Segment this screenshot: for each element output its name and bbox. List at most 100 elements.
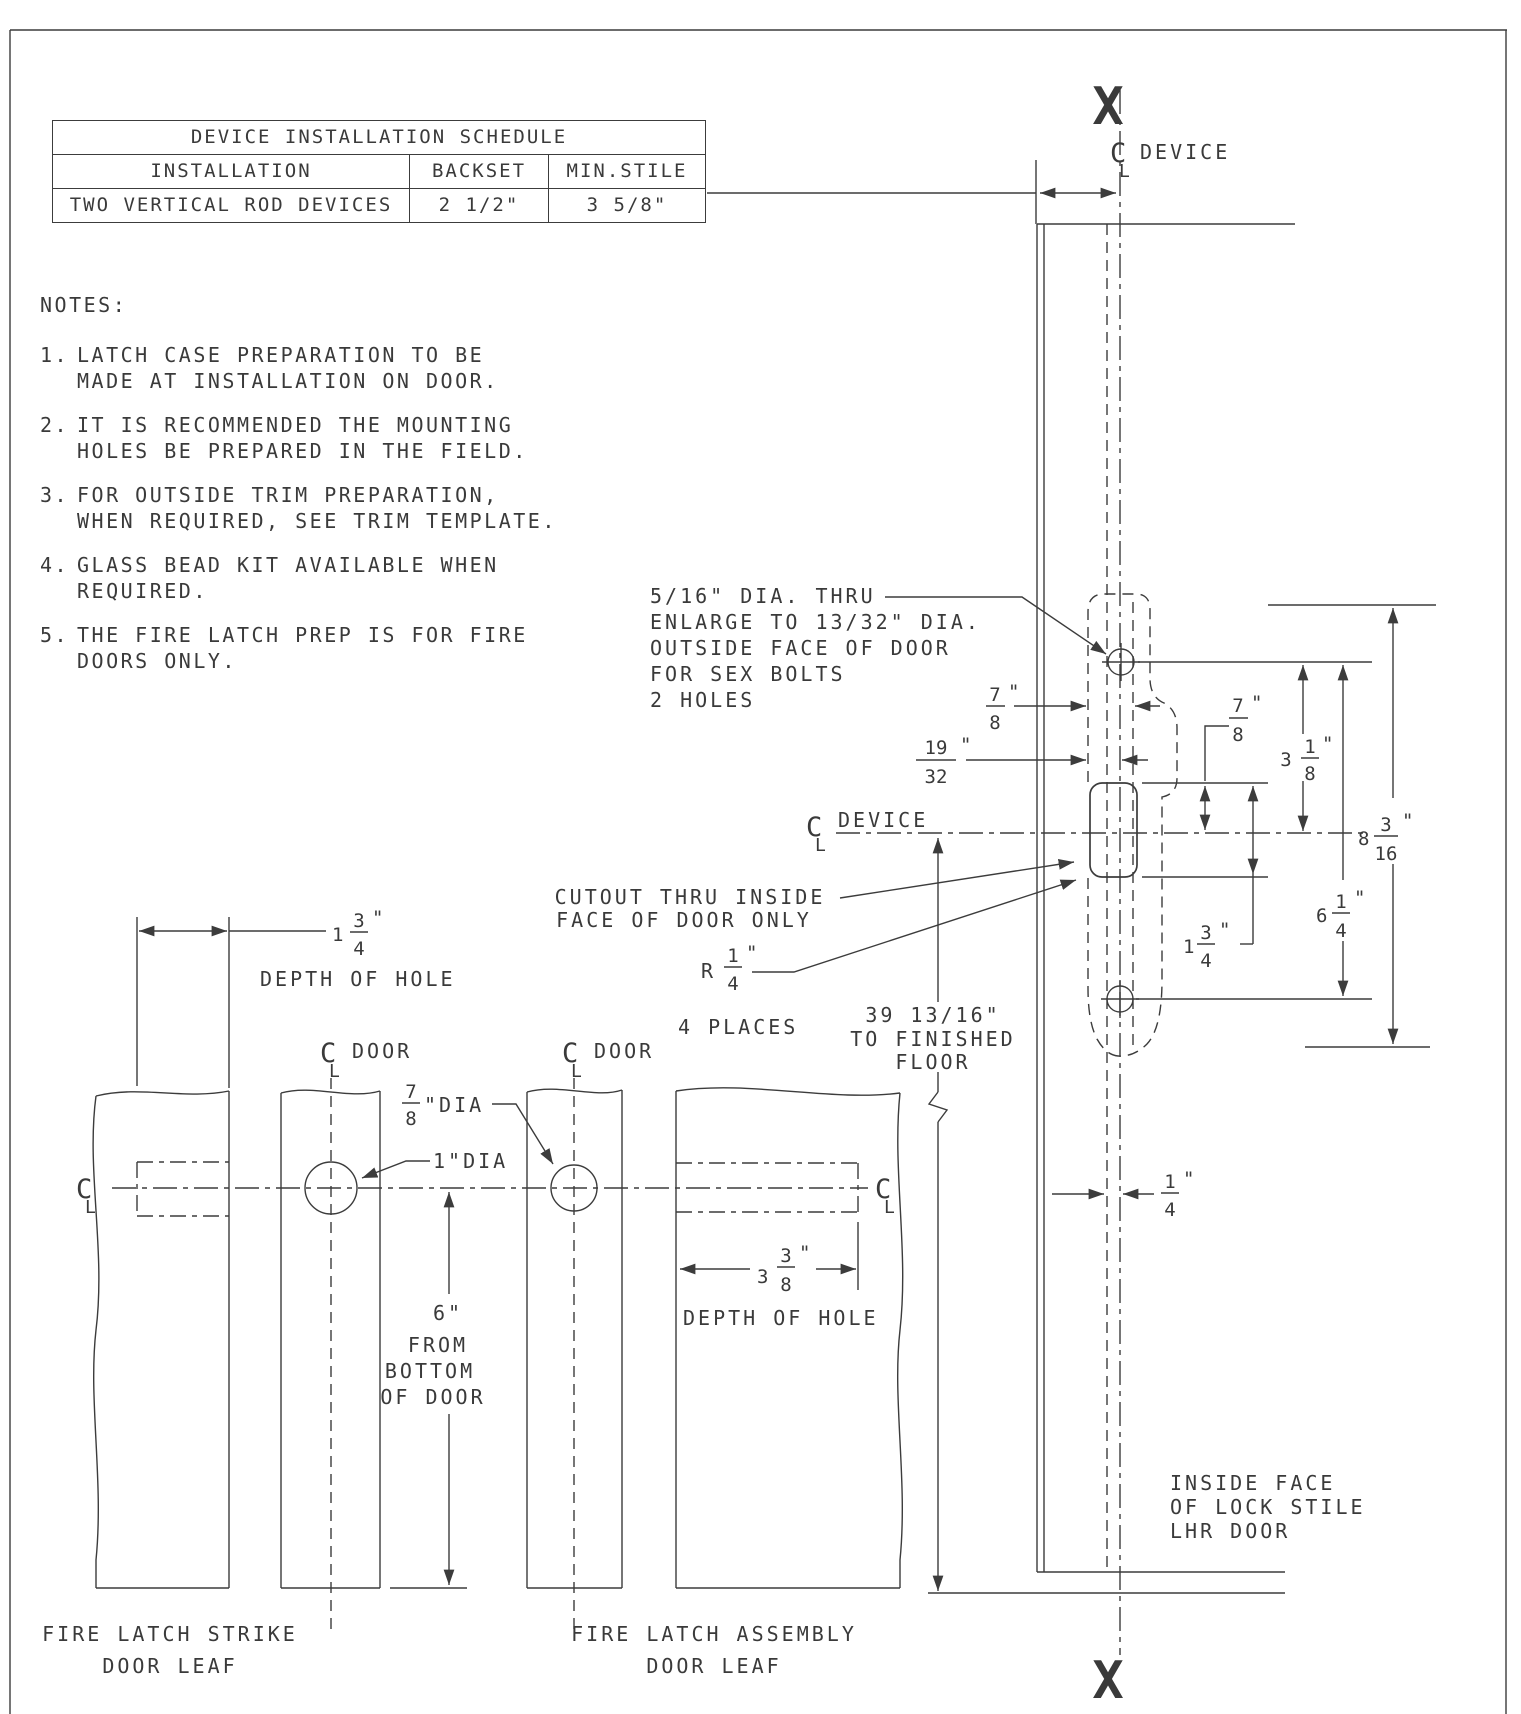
svg-text:7: 7 (1232, 695, 1243, 717)
svg-text:C: C (1110, 138, 1126, 169)
svg-text:8: 8 (989, 712, 1000, 734)
svg-text:OF LOCK STILE: OF LOCK STILE (1170, 1495, 1366, 1519)
sex-bolt-callout: 5/16" DIA. THRU ENLARGE TO 13/32" DIA. O… (650, 584, 1107, 712)
svg-text:32: 32 (925, 766, 948, 788)
dia-7-8-callout: 7 8 "DIA (402, 1081, 554, 1165)
svg-text:1: 1 (1164, 1171, 1175, 1193)
svg-text:": " (1354, 887, 1365, 909)
svg-text:8: 8 (1232, 724, 1243, 746)
svg-text:3: 3 (353, 910, 364, 932)
svg-text:4 PLACES: 4 PLACES (678, 1015, 798, 1039)
svg-text:": " (1402, 810, 1413, 832)
latch-case-hidden-outline (1087, 593, 1178, 1057)
svg-text:1"DIA: 1"DIA (433, 1149, 508, 1173)
cutout-callout: CUTOUT THRU INSIDE FACE OF DOOR ONLY (555, 859, 1075, 932)
svg-text:DEVICE: DEVICE (1140, 140, 1230, 164)
dia-1-callout: 1"DIA (361, 1149, 508, 1179)
rod-leaf-78-hole: C L DOOR (526, 1038, 651, 1636)
svg-text:R: R (701, 959, 716, 983)
svg-text:C: C (320, 1038, 336, 1069)
sheet-border (9, 29, 1507, 1714)
svg-text:DOOR LEAF: DOOR LEAF (646, 1654, 781, 1678)
svg-text:2 HOLES: 2 HOLES (650, 688, 755, 712)
svg-text:C: C (562, 1038, 578, 1069)
cell-backset: 2 1/2" (409, 189, 548, 222)
cl-symbol-right: C L (875, 1174, 895, 1218)
table-title: DEVICE INSTALLATION SCHEDULE (53, 121, 705, 155)
svg-text:16: 16 (1375, 843, 1398, 865)
cl-device-label-top: C L DEVICE (1110, 138, 1230, 182)
svg-text:5/16" DIA. THRU: 5/16" DIA. THRU (650, 584, 876, 608)
dim-7-8-right: 7 8 " (1199, 692, 1262, 830)
svg-text:1: 1 (1304, 736, 1315, 758)
svg-text:L: L (884, 1197, 895, 1218)
dim-19-32: 19 32 " (916, 734, 1148, 788)
svg-text:FACE OF DOOR ONLY: FACE OF DOOR ONLY (556, 908, 812, 932)
note-item-2: 2. IT IS RECOMMENDED THE MOUNTING HOLES … (40, 413, 528, 463)
svg-text:8: 8 (1358, 828, 1369, 850)
leaf-labels: FIRE LATCH STRIKE DOOR LEAF FIRE LATCH A… (42, 1622, 854, 1678)
notes-heading: NOTES: (40, 293, 128, 317)
svg-text:1: 1 (1335, 891, 1346, 913)
door-leaf-details: C L C L 1 3 4 " DEPTH (42, 907, 904, 1678)
svg-text:CUTOUT THRU INSIDE: CUTOUT THRU INSIDE (555, 885, 826, 909)
svg-text:3: 3 (1380, 814, 1391, 836)
svg-text:C: C (76, 1174, 92, 1205)
strike-door-leaf (92, 1090, 230, 1589)
svg-text:4: 4 (1164, 1199, 1175, 1221)
svg-text:3: 3 (757, 1266, 768, 1288)
svg-text:4: 4 (1200, 950, 1211, 972)
svg-text:8: 8 (780, 1274, 791, 1296)
svg-text:": " (960, 734, 971, 756)
svg-text:L: L (85, 1197, 96, 1218)
svg-text:TO FINISHED: TO FINISHED (850, 1027, 1015, 1051)
svg-text:"DIA: "DIA (424, 1093, 484, 1117)
radius-callout: R 1 4 " 4 PLACES (678, 879, 1077, 1039)
svg-text:C: C (875, 1174, 891, 1205)
dim-6-1-4: 6 1 4 " (1316, 665, 1365, 996)
dim-39-13-16-floor: 39 13/16" TO FINISHED FLOOR (850, 838, 1015, 1591)
svg-text:L: L (571, 1061, 582, 1082)
dim-3-1-8: 3 1 8 " (1280, 665, 1333, 831)
extension-lines (1136, 604, 1436, 1048)
svg-text:C: C (806, 812, 822, 843)
svg-text:L: L (329, 1061, 340, 1082)
depth-of-hole-label-2: DEPTH OF HOLE (683, 1306, 879, 1330)
assembly-door-leaf (675, 1087, 904, 1589)
svg-text:4: 4 (353, 938, 364, 960)
svg-text:4: 4 (727, 973, 738, 995)
notes-block: NOTES: 1. LATCH CASE PREPARATION TO BE M… (40, 292, 557, 692)
inside-face-note: INSIDE FACE OF LOCK STILE LHR DOOR (1170, 1471, 1366, 1543)
svg-text:3: 3 (1280, 749, 1291, 771)
svg-text:BOTTOM: BOTTOM (385, 1359, 475, 1383)
table-data-row: TWO VERTICAL ROD DEVICES 2 1/2" 3 5/8" (53, 189, 705, 222)
depth-of-hole-label-1: DEPTH OF HOLE (260, 967, 456, 991)
lock-stile-elevation: X X C L DEVICE (806, 77, 1436, 1711)
dim-1-3-4-cutout: 1 3 4 " (1183, 786, 1259, 972)
svg-text:": " (1322, 733, 1333, 755)
cl-device-label-mid: C L DEVICE (806, 808, 1365, 856)
svg-text:8: 8 (1304, 763, 1315, 785)
svg-text:L: L (815, 835, 826, 856)
dim-8-3-16: 8 3 16 " (1358, 608, 1413, 1044)
svg-text:DOOR: DOOR (352, 1039, 412, 1063)
sex-bolt-hole-bottom (1101, 980, 1139, 1018)
svg-text:FLOOR: FLOOR (895, 1050, 970, 1074)
svg-text:OF DOOR: OF DOOR (380, 1385, 485, 1409)
note-item-3: 3. FOR OUTSIDE TRIM PREPARATION, WHEN RE… (40, 483, 557, 533)
svg-text:4: 4 (1335, 920, 1346, 942)
svg-text:7: 7 (405, 1081, 416, 1103)
svg-text:1: 1 (1183, 936, 1194, 958)
dim-1-3-4-strike-depth: 1 3 4 " DEPTH OF HOLE (136, 907, 456, 1088)
svg-text:": " (1008, 681, 1019, 703)
cell-min-stile: 3 5/8" (548, 189, 705, 222)
section-x-top: X (1092, 77, 1123, 137)
svg-text:FIRE LATCH STRIKE: FIRE LATCH STRIKE (42, 1622, 298, 1646)
col-installation: INSTALLATION (150, 160, 312, 182)
svg-text:6: 6 (1316, 905, 1327, 927)
svg-text:": " (746, 942, 757, 964)
note-item-5: 5. THE FIRE LATCH PREP IS FOR FIRE DOORS… (40, 623, 528, 673)
dim-7-8-left: 7 8 " (986, 681, 1160, 734)
